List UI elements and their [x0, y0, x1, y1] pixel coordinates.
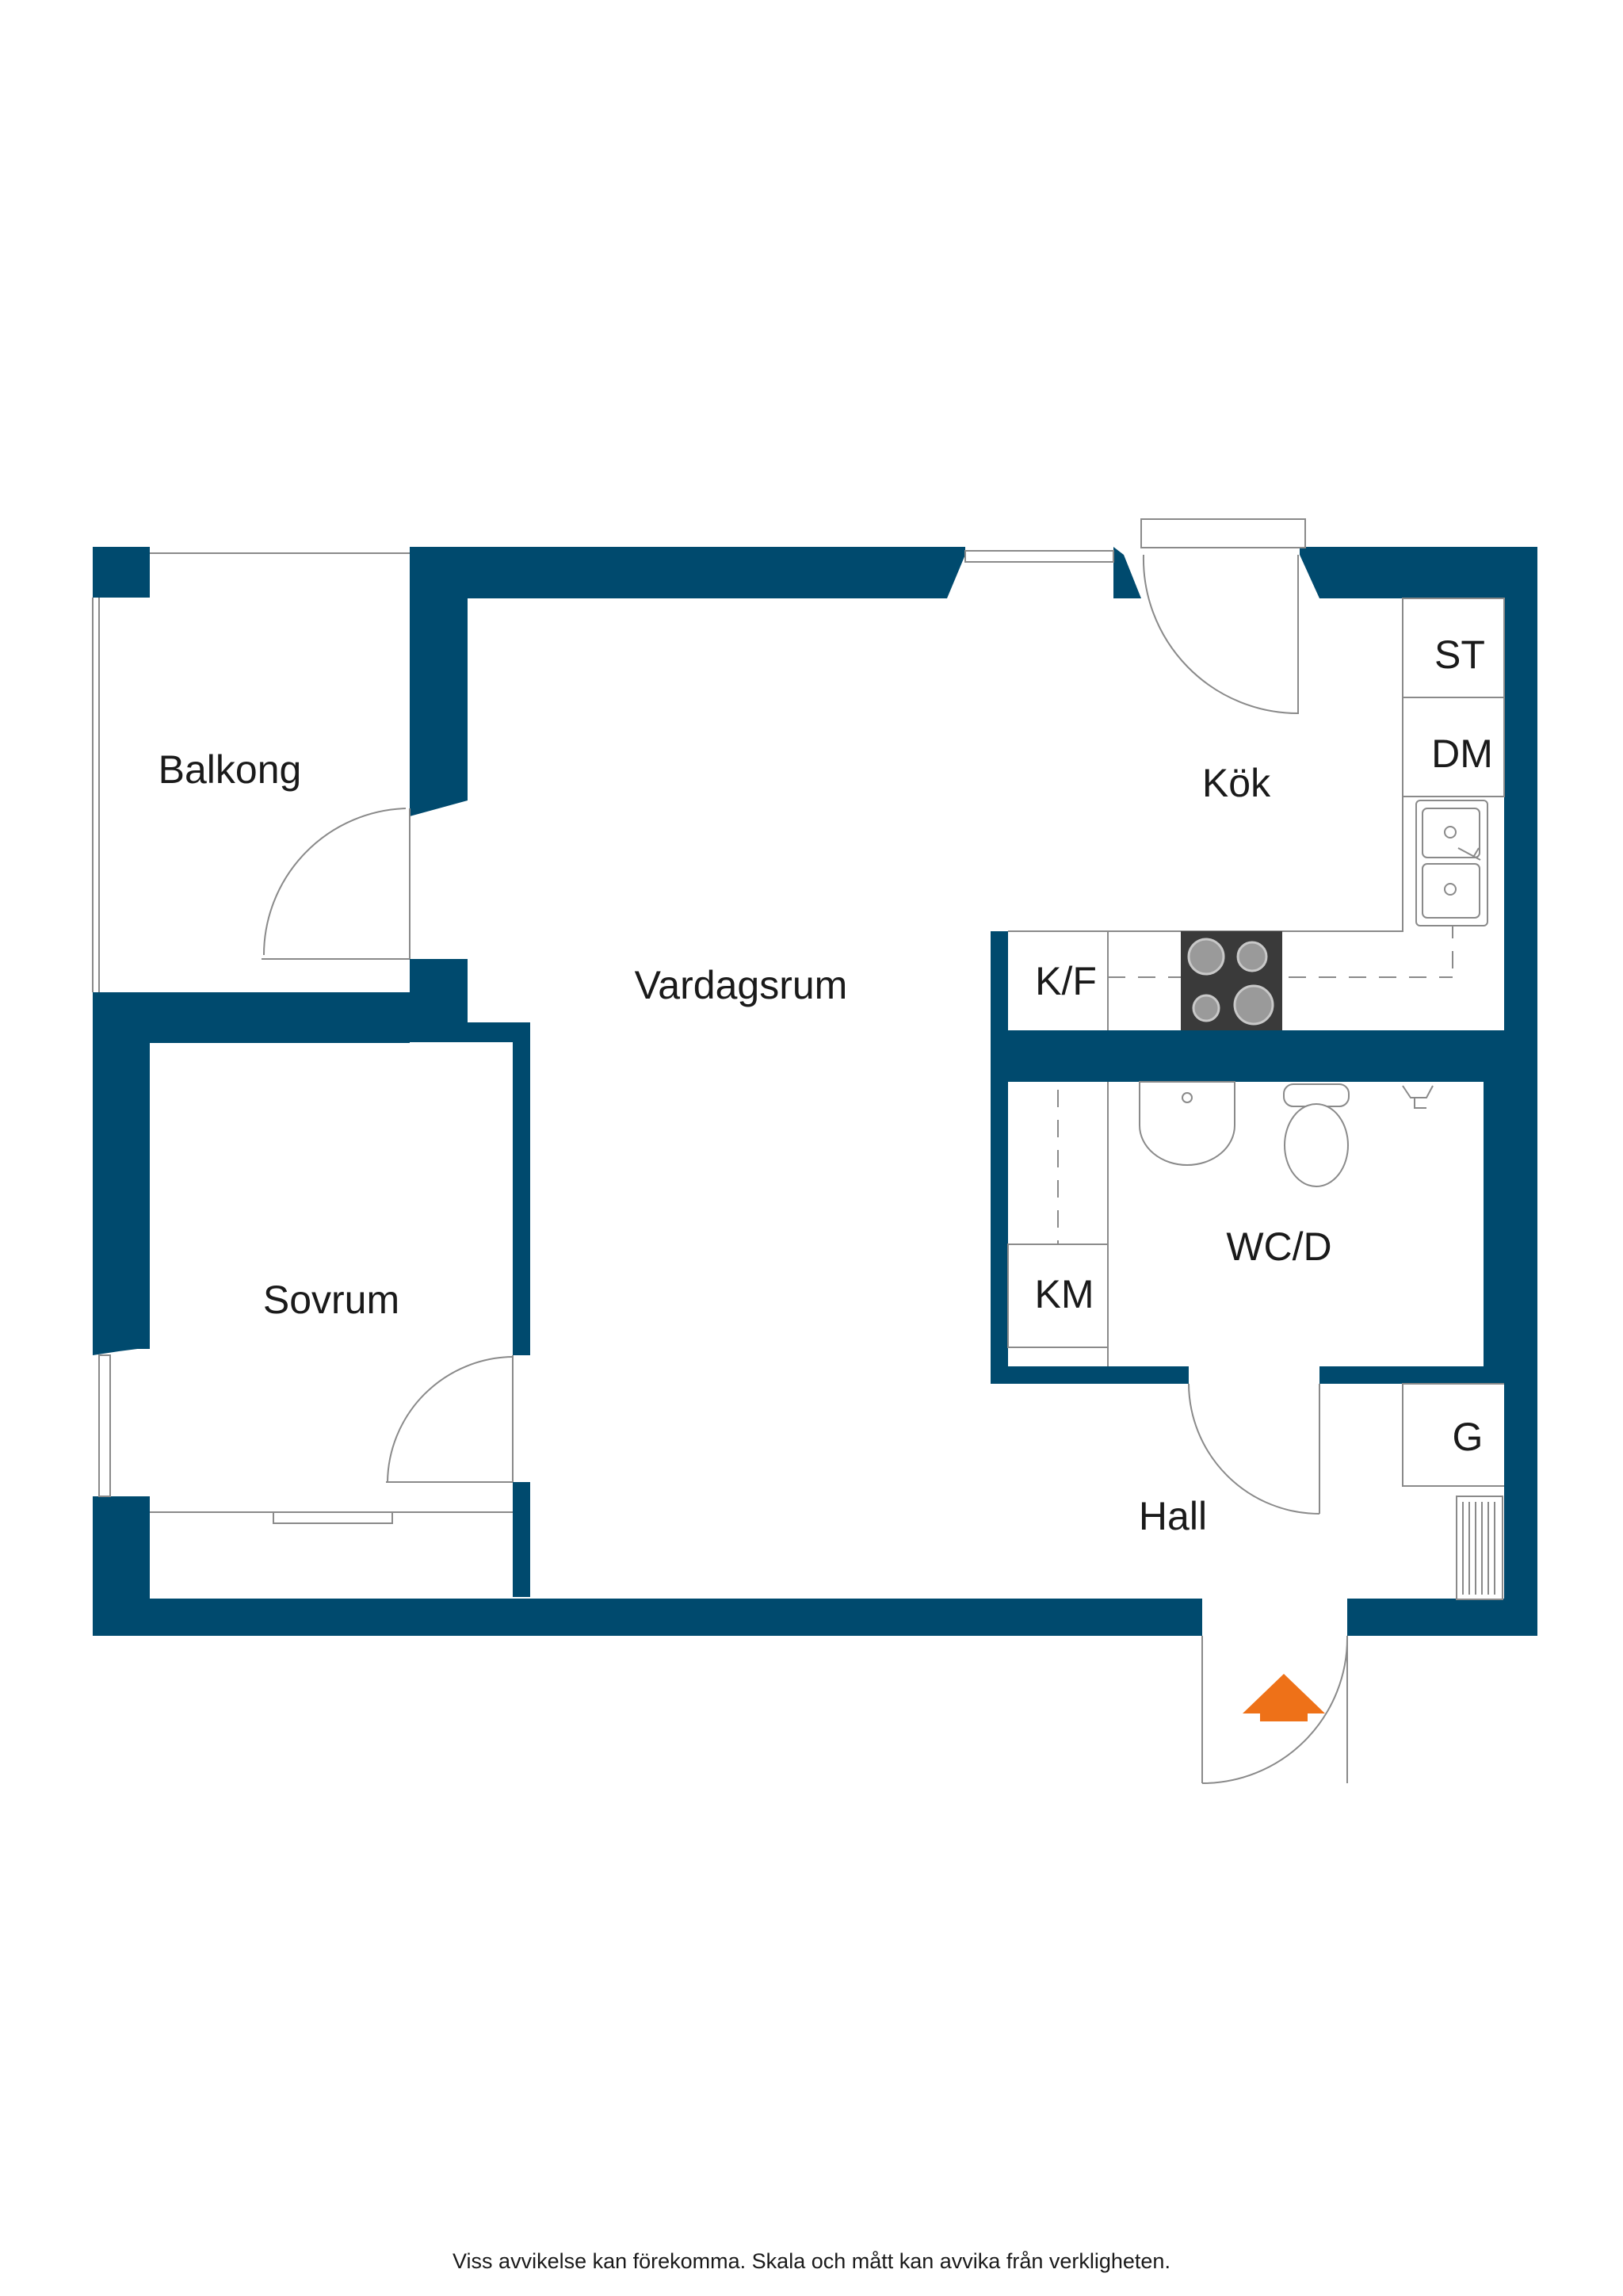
bathroom-fixtures: [1007, 1082, 1109, 1366]
room-label-hall: Hall: [1139, 1494, 1207, 1538]
window-sovrum-bottom: [150, 1511, 513, 1524]
kitchen-cabinets: [1008, 598, 1505, 1030]
window-left: [98, 1354, 111, 1497]
door-kitchen-top: [1140, 518, 1306, 715]
shower-tap-icon: [1402, 1085, 1434, 1109]
hall-fixtures: [1402, 1383, 1504, 1487]
room-label-balkong: Balkong: [158, 747, 302, 792]
fixture-label-km: KM: [1035, 1272, 1094, 1316]
door-sovrum: [386, 1355, 514, 1483]
sink-icon: [1415, 800, 1488, 926]
disclaimer-text: Viss avvikelse kan förekomma. Skala och …: [453, 2249, 1170, 2273]
fixture-label-dm: DM: [1431, 732, 1493, 776]
door-balkong: [262, 808, 411, 960]
window-top: [964, 550, 1114, 563]
washbasin-icon: [1139, 1081, 1235, 1166]
walls: [93, 547, 1537, 1636]
fixture-label-kf: K/F: [1035, 959, 1097, 1003]
room-label-sovrum: Sovrum: [263, 1278, 399, 1322]
door-wc: [1188, 1383, 1320, 1515]
fixture-label-g: G: [1453, 1415, 1484, 1459]
stove-icon: [1181, 931, 1282, 1030]
balcony-railing: [92, 552, 410, 992]
door-entrance: [1201, 1636, 1348, 1784]
radiator-icon: [1456, 1496, 1503, 1600]
toilet-icon: [1283, 1083, 1350, 1187]
entrance-arrow-icon: [1243, 1674, 1325, 1721]
fixture-label-st: ST: [1434, 632, 1485, 677]
room-label-kok: Kök: [1202, 761, 1271, 805]
room-label-vardagsrum: Vardagsrum: [635, 963, 848, 1007]
room-label-wcd: WC/D: [1226, 1224, 1331, 1269]
